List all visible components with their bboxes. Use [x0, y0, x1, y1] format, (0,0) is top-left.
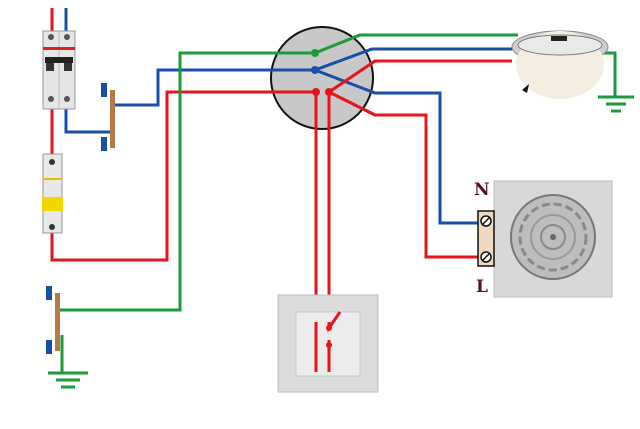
- earth-ground-symbol-left: [48, 371, 88, 389]
- exhaust-fan: [477, 180, 613, 298]
- light-switch[interactable]: [277, 294, 379, 393]
- live-to-junction: [50, 90, 316, 262]
- neutral-to-bus: [64, 108, 110, 134]
- neutral-to-junction: [114, 68, 315, 107]
- ceiling-lamp: [511, 30, 609, 99]
- earth-ground-symbol-right: [598, 95, 634, 113]
- earth-bus-bar: [46, 286, 60, 354]
- neutral-terminal-label: N: [474, 180, 490, 200]
- neutral-bus-bar: [101, 83, 115, 151]
- earth-to-junction: [60, 51, 315, 312]
- double-pole-breaker: [42, 30, 76, 110]
- single-pole-breaker: [42, 153, 63, 234]
- lamp-earth-wire: [604, 51, 617, 97]
- live-terminal-label: L: [476, 277, 488, 297]
